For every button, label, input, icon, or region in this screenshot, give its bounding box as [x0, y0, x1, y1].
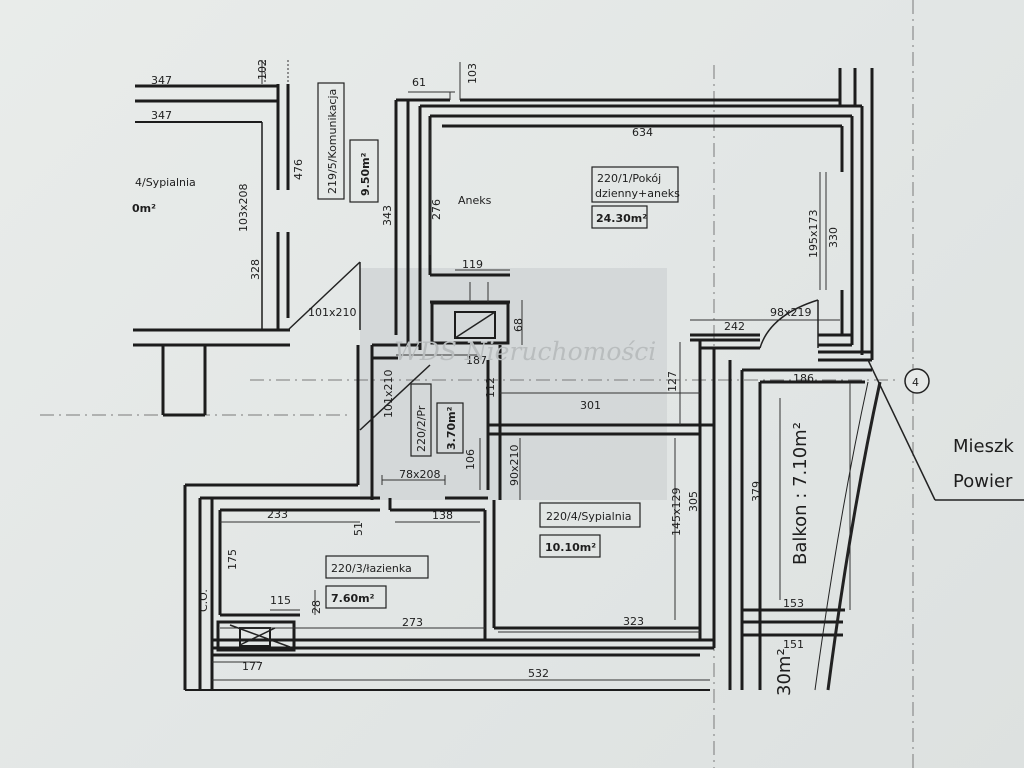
dim-276: 276	[430, 199, 443, 220]
dim-175: 175	[226, 549, 239, 570]
dim-153: 153	[783, 597, 804, 610]
room-pokoj-label-line1: 220/1/Pokój	[597, 172, 661, 185]
dim-347-top: 347	[151, 74, 172, 87]
dim-233: 233	[267, 508, 288, 521]
dim-328: 328	[249, 259, 262, 280]
room-komunikacja-area: 9.50m²	[359, 152, 372, 196]
dim-145x129: 145x129	[670, 487, 683, 536]
dim-119: 119	[462, 258, 483, 271]
dim-347-second: 347	[151, 109, 172, 122]
dim-186: 186	[793, 372, 814, 385]
door-swings	[229, 261, 1024, 691]
owner-label-line2: Powier	[953, 471, 1013, 492]
dim-301: 301	[580, 399, 601, 412]
dim-61: 61	[412, 76, 426, 89]
co-marker: C.O.	[197, 589, 210, 612]
dim-28: 28	[310, 600, 323, 614]
dim-101x210-a: 101x210	[308, 306, 357, 319]
dim-103: 103	[466, 63, 479, 84]
dim-187: 187	[466, 354, 487, 367]
dimension-lines	[212, 60, 851, 681]
dim-138: 138	[432, 509, 453, 522]
dim-330: 330	[827, 227, 840, 248]
dim-177: 177	[242, 660, 263, 673]
dim-305: 305	[687, 491, 700, 512]
axis-marker-label: 4	[912, 376, 919, 389]
dim-343: 343	[381, 205, 394, 226]
dim-532: 532	[528, 667, 549, 680]
dim-112: 112	[484, 377, 497, 398]
dim-106: 106	[464, 449, 477, 470]
room-balkon-label: Balkon : 7.10m²	[790, 422, 811, 565]
dim-195x173: 195x173	[807, 209, 820, 258]
room-pokoj-area: 24.30m²	[596, 212, 647, 225]
room-komunikacja-label: 219/5/Komunikacja	[326, 89, 339, 194]
dim-115: 115	[270, 594, 291, 607]
walls	[133, 68, 874, 691]
dim-98x219: 98x219	[770, 306, 812, 319]
dim-634: 634	[632, 126, 653, 139]
dim-101x210-b: 101x210	[382, 369, 395, 418]
room-sypialnia-left-label: 4/Sypialnia	[135, 176, 196, 189]
room-sypialnia-left-area: 0m²	[132, 202, 156, 215]
dim-323: 323	[623, 615, 644, 628]
room-lazienka-area: 7.60m²	[331, 592, 375, 605]
room-label-boxes	[317, 82, 679, 609]
room-sypialnia-label: 220/4/Sypialnia	[546, 510, 632, 523]
dim-379: 379	[750, 481, 763, 502]
axis-marker-circle	[904, 368, 930, 394]
room-sypialnia-area: 10.10m²	[545, 541, 596, 554]
dim-127: 127	[666, 371, 679, 392]
dim-78x208: 78x208	[399, 468, 441, 481]
dim-476: 476	[292, 159, 305, 180]
room-lazienka-label: 220/3/łazienka	[331, 562, 412, 575]
room-bottom-area-label: 30m²	[774, 648, 795, 696]
dim-90x210: 90x210	[508, 444, 521, 486]
room-pokoj-label-line2: dzienny+aneks	[595, 187, 680, 200]
dim-273: 273	[402, 616, 423, 629]
dim-103x208: 103x208	[237, 183, 250, 232]
room-aneks-label: Aneks	[458, 194, 492, 207]
dim-68: 68	[512, 318, 525, 332]
dim-51: 51	[352, 522, 365, 536]
owner-label-line1: Mieszk	[953, 436, 1014, 457]
dim-242: 242	[724, 320, 745, 333]
dim-102: 102	[256, 59, 269, 80]
dim-151: 151	[783, 638, 804, 651]
watermark-text: WDS Nieruchomości	[394, 337, 656, 366]
room-przedpokoj-area: 3.70m²	[445, 406, 458, 450]
room-przedpokoj-label: 220/2/Pr	[415, 405, 428, 452]
